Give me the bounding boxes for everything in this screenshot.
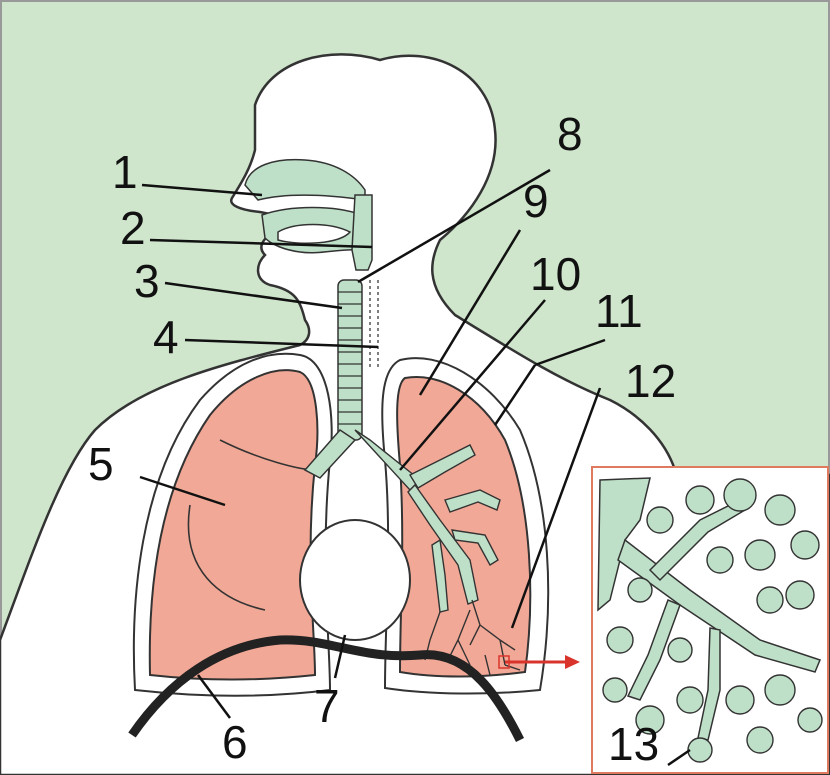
label-2: 2 (120, 202, 146, 254)
label-1: 1 (112, 146, 138, 198)
label-4: 4 (153, 311, 179, 363)
pharynx (352, 195, 372, 270)
label-12: 12 (625, 355, 676, 407)
label-7: 7 (314, 680, 340, 732)
label-9: 9 (523, 175, 549, 227)
label-5: 5 (88, 438, 114, 490)
label-8: 8 (557, 108, 583, 160)
label-6: 6 (222, 716, 248, 768)
label-13: 13 (608, 718, 659, 770)
heart (300, 520, 410, 640)
label-3: 3 (134, 255, 160, 307)
label-11: 11 (595, 285, 643, 337)
label-10: 10 (530, 248, 581, 300)
